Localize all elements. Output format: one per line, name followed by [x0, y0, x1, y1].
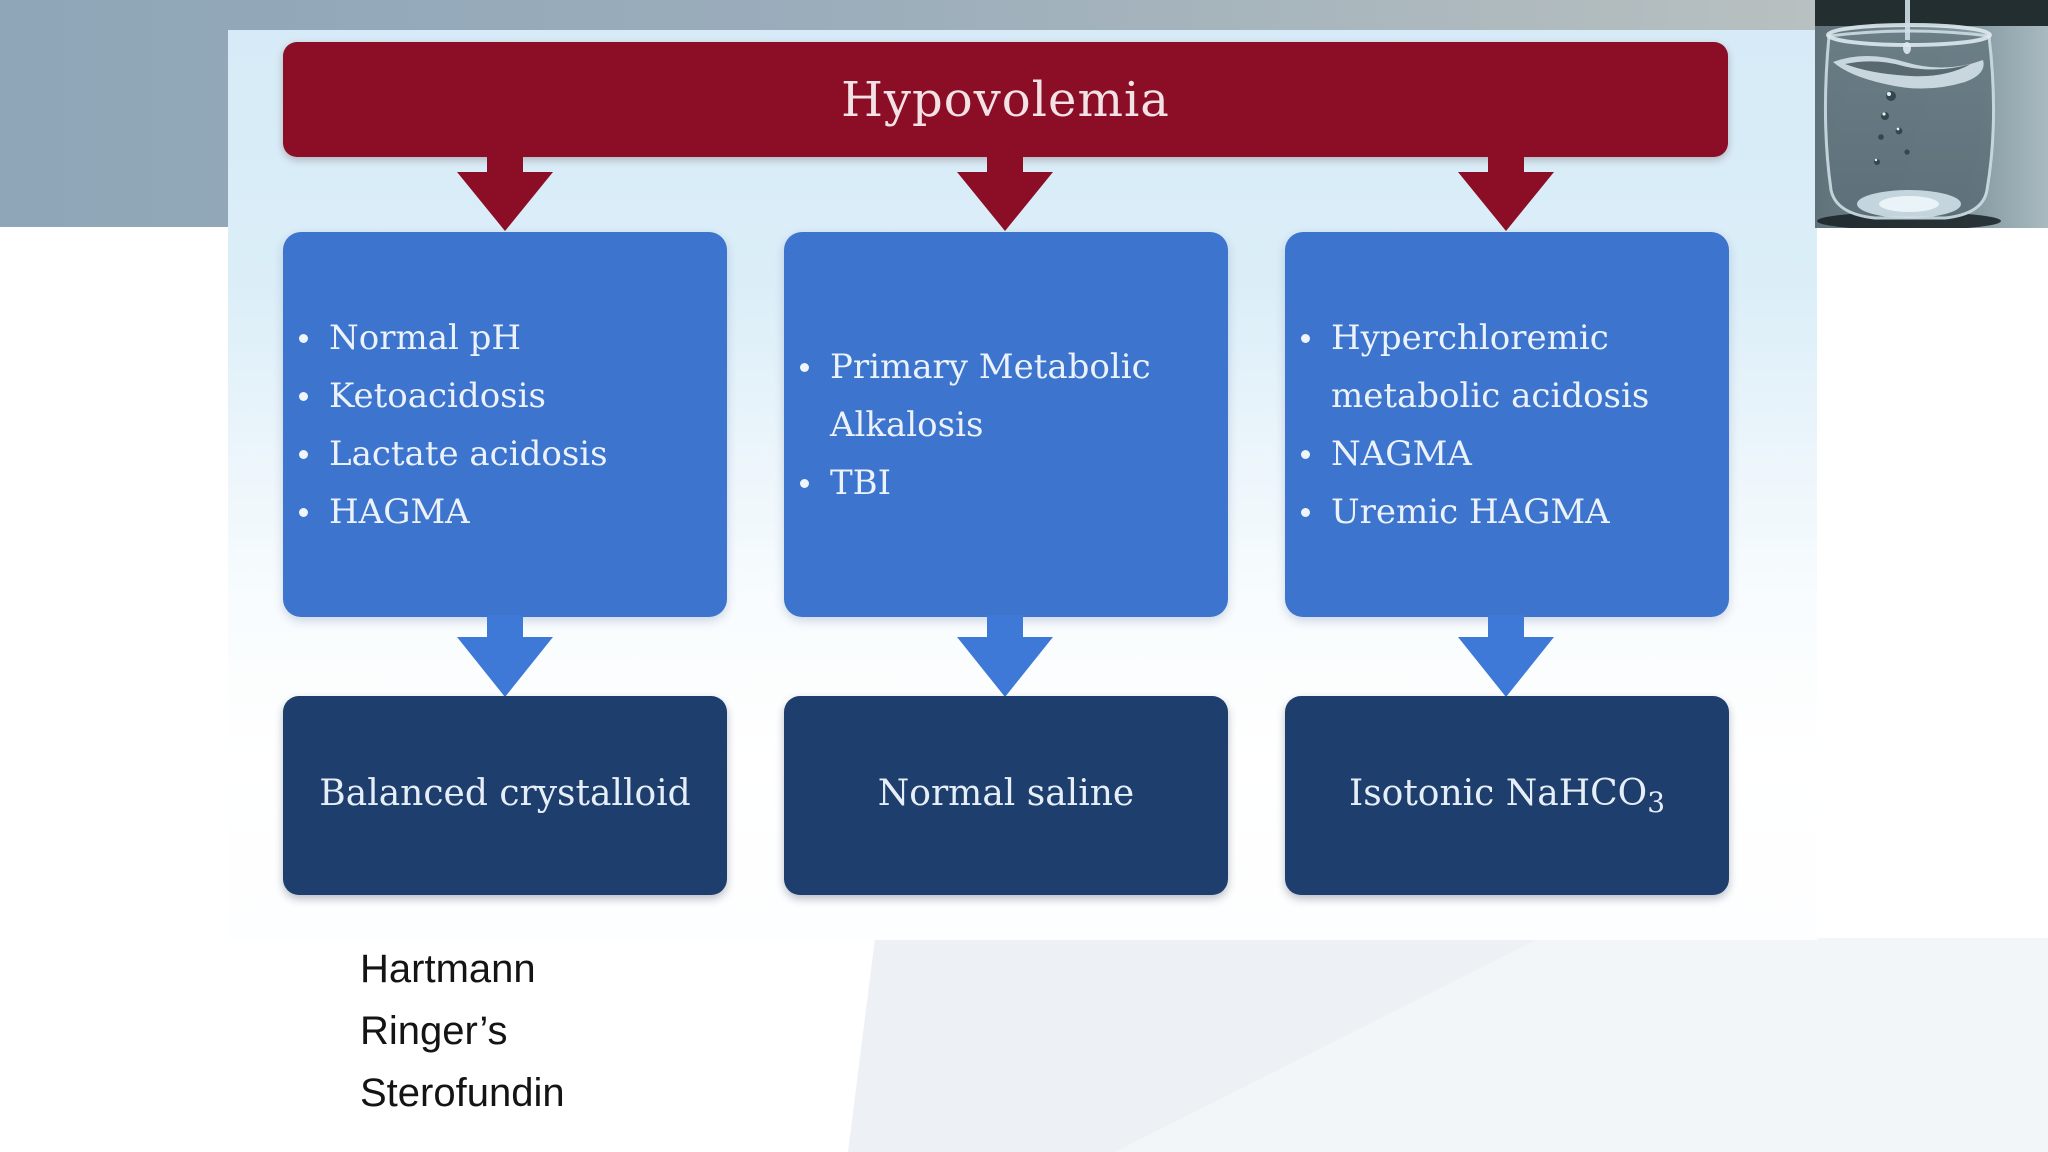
cause-box-normal-saline: Primary Metabolic Alkalosis TBI	[784, 232, 1228, 617]
cause-item: Primary Metabolic Alkalosis	[784, 338, 1228, 454]
down-arrow-icon	[1451, 615, 1561, 699]
cause-text: HAGMA	[329, 491, 470, 532]
treatment-label: Balanced crystalloid	[319, 772, 691, 814]
cause-text: Normal pH	[329, 317, 522, 358]
down-arrow-icon	[1451, 155, 1561, 233]
bullet-icon	[800, 362, 809, 372]
cause-text: Ketoacidosis	[329, 375, 546, 416]
cause-item: TBI	[784, 454, 1228, 512]
water-glass-photo	[1815, 0, 2048, 228]
footer-notes: Hartmann Ringer’s Sterofundin	[360, 938, 565, 1124]
treatment-box: Isotonic NaHCO3	[1285, 696, 1729, 895]
cause-item: Hyperchloremic metabolic acidosis	[1285, 309, 1729, 425]
cause-item: Normal pH	[283, 309, 727, 367]
down-arrow-icon	[450, 615, 560, 699]
note-line: Hartmann	[360, 947, 536, 991]
cause-text: Lactate acidosis	[329, 433, 608, 474]
note-line: Sterofundin	[360, 1071, 565, 1115]
down-arrow-icon	[950, 615, 1060, 699]
treatment-box: Balanced crystalloid	[283, 696, 727, 895]
cause-box-isotonic-nahco3: Hyperchloremic metabolic acidosis NAGMA …	[1285, 232, 1729, 617]
bullet-icon	[800, 478, 809, 488]
cause-item: NAGMA	[1285, 425, 1729, 483]
hypovolemia-header-box: Hypovolemia	[283, 42, 1728, 157]
cause-text: TBI	[830, 462, 892, 503]
slide-title: Hypovolemia	[841, 71, 1170, 128]
cause-text: Hyperchloremic metabolic acidosis	[1331, 317, 1650, 416]
bullet-icon	[299, 391, 308, 401]
cause-item: Lactate acidosis	[283, 425, 727, 483]
cause-text: NAGMA	[1331, 433, 1472, 474]
cause-item: Uremic HAGMA	[1285, 483, 1729, 541]
bullet-icon	[299, 333, 308, 343]
bullet-icon	[299, 449, 308, 459]
treatment-label: Normal saline	[877, 772, 1135, 814]
cause-item: Ketoacidosis	[283, 367, 727, 425]
bullet-icon	[1301, 507, 1310, 517]
down-arrow-icon	[450, 155, 560, 233]
bullet-icon	[1301, 449, 1310, 459]
treatment-box: Normal saline	[784, 696, 1228, 895]
note-line: Ringer’s	[360, 1009, 508, 1053]
background-diagonal-shape-light	[1115, 938, 2048, 1152]
treatment-subscript: 3	[1647, 785, 1666, 819]
bullet-icon	[299, 507, 308, 517]
treatment-label: Isotonic NaHCO	[1348, 772, 1648, 814]
cause-box-balanced-crystalloid: Normal pH Ketoacidosis Lactate acidosis …	[283, 232, 727, 617]
cause-text: Primary Metabolic Alkalosis	[830, 346, 1151, 445]
cause-item: HAGMA	[283, 483, 727, 541]
cause-text: Uremic HAGMA	[1331, 491, 1610, 532]
down-arrow-icon	[950, 155, 1060, 233]
bullet-icon	[1301, 333, 1310, 343]
